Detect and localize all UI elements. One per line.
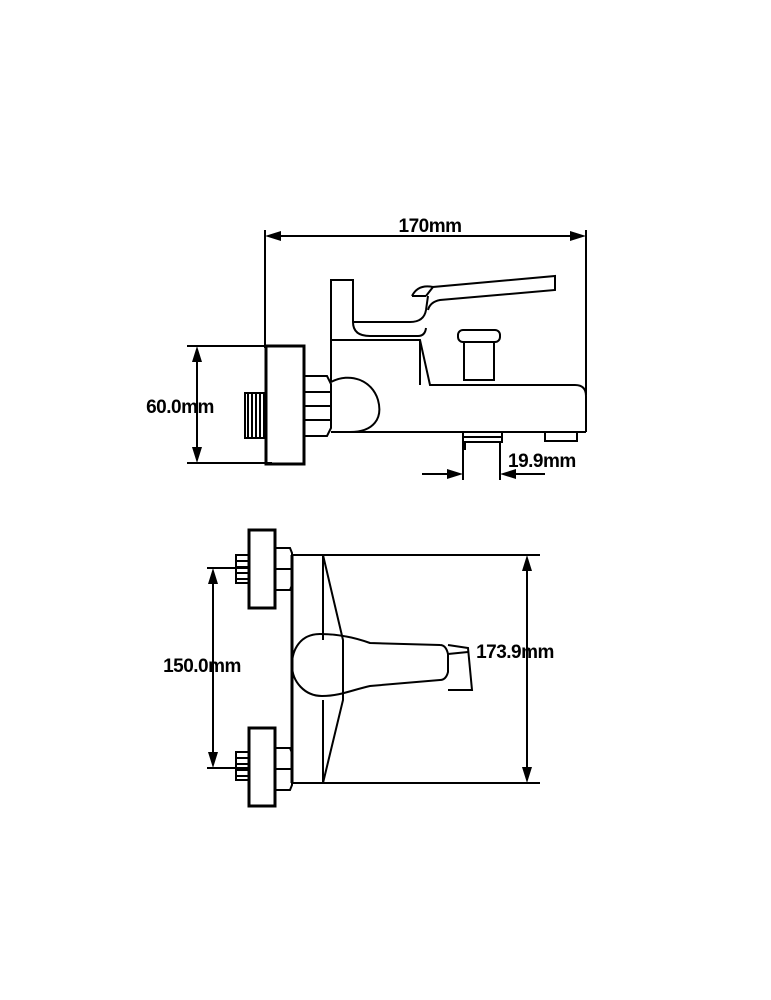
dim-label-outlet-width: 19.9mm xyxy=(508,451,576,472)
dim-label-overall-length: 170mm xyxy=(399,216,462,237)
diverter-knob xyxy=(457,329,501,381)
dim-label-depth: 173.9mm xyxy=(476,642,554,663)
handle-top xyxy=(290,632,474,698)
side-view: 170mm 60.0mm xyxy=(146,216,587,480)
bath-outlet xyxy=(544,431,578,442)
dimension-overall-length: 170mm xyxy=(264,216,587,395)
top-view: 150.0mm xyxy=(163,528,554,808)
body-top-outline xyxy=(290,554,533,784)
dimension-inlet-spacing: 150.0mm xyxy=(163,567,250,769)
upper-inlet xyxy=(235,528,293,610)
lever-handle xyxy=(330,274,556,340)
wall-flange xyxy=(244,344,306,466)
dimension-outlet-width: 19.9mm xyxy=(422,442,576,480)
spout-outlet xyxy=(462,431,503,450)
hex-nut xyxy=(303,375,332,437)
dimension-depth: 173.9mm xyxy=(476,554,554,784)
dimension-height: 60.0mm xyxy=(146,345,272,464)
thread-lines xyxy=(247,393,265,438)
lower-inlet xyxy=(235,726,293,808)
eccentric-connector xyxy=(330,376,381,433)
dim-label-inlet-spacing: 150.0mm xyxy=(163,656,241,677)
dim-label-height: 60.0mm xyxy=(146,397,214,418)
